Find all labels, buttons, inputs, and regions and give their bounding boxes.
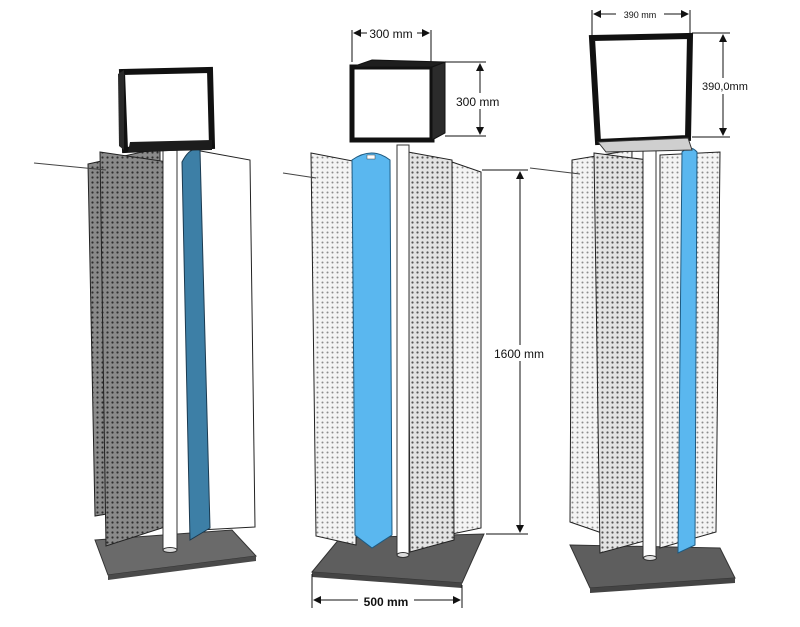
stand-2-pegboard-back-right [451, 161, 482, 535]
stand-3-pegboard-front [593, 152, 649, 554]
stand-2 [282, 59, 485, 588]
label-frame-height: 390,0mm [702, 81, 748, 93]
stand-1-pole [162, 141, 178, 551]
stand-2-pole [396, 144, 410, 556]
label-frame-width: 390 mm [624, 10, 657, 20]
label-header-height: 300 mm [456, 95, 499, 109]
stand-2-header-box [349, 64, 435, 143]
stand-2-pegboard-left [310, 152, 359, 546]
dimension-annotations [311, 10, 730, 608]
stand-1-header-box [118, 66, 216, 154]
label-tower-height: 1600 mm [494, 347, 544, 361]
stand-3 [529, 32, 736, 593]
stand-1 [33, 66, 258, 580]
stand-2-pegboard-right [407, 151, 455, 553]
label-header-width: 300 mm [369, 27, 412, 41]
stand-3-pole [642, 139, 657, 559]
stand-3-frame-header [588, 32, 694, 146]
label-base-width: 500 mm [364, 595, 409, 609]
stand-2-blue-panel [351, 152, 393, 549]
stand-1-pegboard-front [99, 151, 169, 547]
